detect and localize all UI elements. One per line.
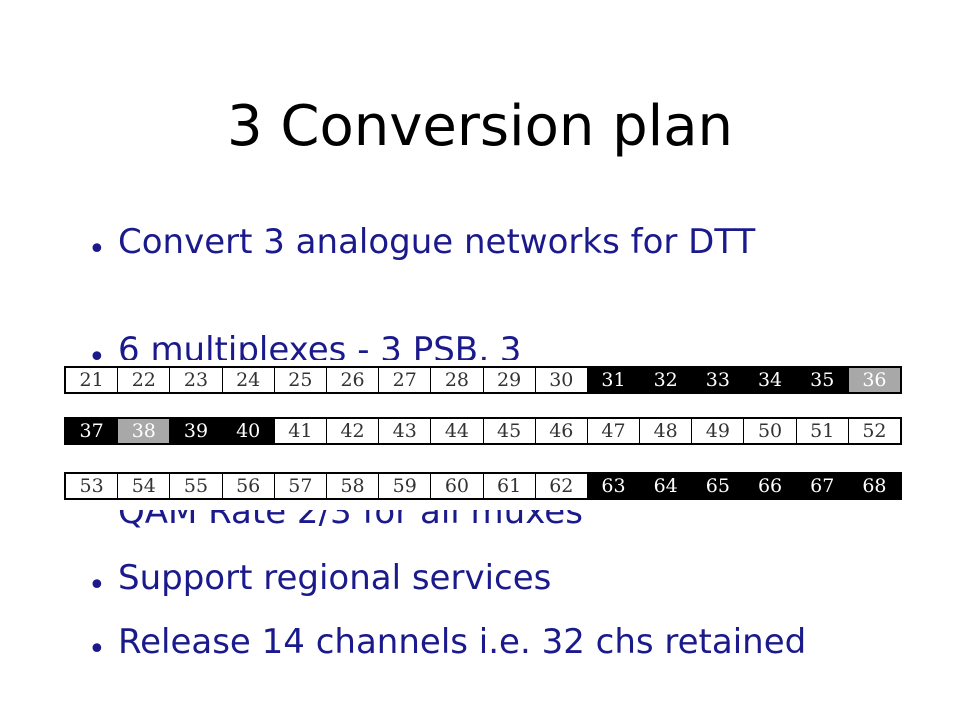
channel-cell-44: 44 — [431, 419, 484, 443]
channel-cell-31: 31 — [587, 368, 641, 392]
channel-cell-59: 59 — [379, 474, 432, 498]
channel-cell-64: 64 — [640, 474, 693, 498]
channel-cell-61: 61 — [483, 474, 536, 498]
channel-cell-50: 50 — [744, 419, 797, 443]
channel-cell-51: 51 — [796, 419, 849, 443]
channel-cell-66: 66 — [744, 474, 797, 498]
channel-cell-32: 32 — [640, 368, 693, 392]
channel-cell-67: 67 — [796, 474, 849, 498]
channel-cell-22: 22 — [118, 368, 171, 392]
channel-cell-29: 29 — [483, 368, 536, 392]
channel-cell-40: 40 — [222, 419, 275, 443]
channel-cell-37: 37 — [66, 419, 119, 443]
channel-cell-25: 25 — [274, 368, 327, 392]
bullet-dot: • — [88, 232, 106, 267]
channel-cell-42: 42 — [326, 419, 380, 443]
channel-cell-60: 60 — [431, 474, 484, 498]
slide-title: 3 Conversion plan — [226, 94, 734, 159]
channel-cell-55: 55 — [170, 474, 223, 498]
channel-cell-53: 53 — [66, 474, 119, 498]
channel-cell-58: 58 — [326, 474, 380, 498]
channel-cell-48: 48 — [640, 419, 693, 443]
channel-cell-65: 65 — [692, 474, 745, 498]
channel-cell-39: 39 — [170, 419, 223, 443]
channel-cell-45: 45 — [483, 419, 536, 443]
channel-cell-68: 68 — [848, 474, 900, 498]
channel-cell-27: 27 — [379, 368, 432, 392]
channel-cell-49: 49 — [692, 419, 745, 443]
bullet-dot: • — [88, 568, 106, 603]
channel-cell-35: 35 — [796, 368, 849, 392]
bullet-dot: • — [88, 632, 106, 667]
channel-cell-52: 52 — [848, 419, 900, 443]
channel-cell-56: 56 — [222, 474, 275, 498]
channel-cell-46: 46 — [535, 419, 588, 443]
channel-cell-47: 47 — [587, 419, 641, 443]
channel-cell-21: 21 — [66, 368, 119, 392]
channel-cell-26: 26 — [326, 368, 380, 392]
channel-cell-23: 23 — [170, 368, 223, 392]
channel-cell-43: 43 — [379, 419, 432, 443]
channel-cell-34: 34 — [744, 368, 797, 392]
bullet-text: Convert 3 analogue networks for DTT — [118, 222, 756, 262]
channel-cell-41: 41 — [274, 419, 327, 443]
bullet-text: Release 14 channels i.e. 32 chs retained — [118, 622, 807, 662]
channel-cell-36: 36 — [848, 368, 900, 392]
channel-cell-30: 30 — [535, 368, 588, 392]
channel-cell-62: 62 — [535, 474, 588, 498]
channel-cell-57: 57 — [274, 474, 327, 498]
channel-cell-38: 38 — [118, 419, 171, 443]
channel-cell-54: 54 — [118, 474, 171, 498]
bullet-text: Support regional services — [118, 558, 552, 598]
channel-cell-24: 24 — [222, 368, 275, 392]
channel-cell-63: 63 — [587, 474, 641, 498]
channel-cell-33: 33 — [692, 368, 745, 392]
channel-cell-28: 28 — [431, 368, 484, 392]
